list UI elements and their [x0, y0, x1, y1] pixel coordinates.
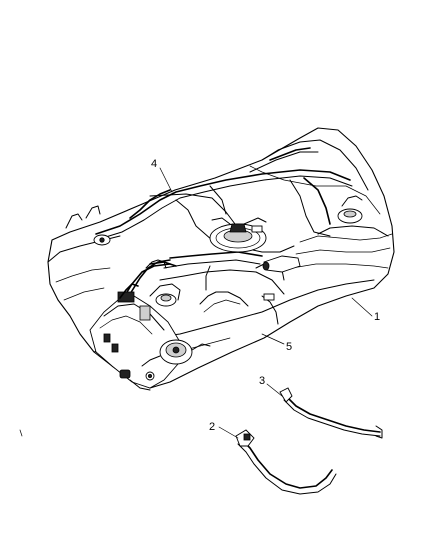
- callout-2: 2: [209, 421, 215, 433]
- lower-bracket-assembly: [89, 283, 211, 391]
- vent-hoses: [95, 147, 353, 295]
- vent-valve: [337, 195, 363, 224]
- fuel-pump-module: [209, 217, 267, 253]
- vent-tube-part-3: [279, 387, 383, 439]
- callout-4: 4: [151, 158, 157, 170]
- filler-tube-part-2: [235, 429, 337, 495]
- tank-strap: [199, 265, 279, 325]
- filler-hose: [121, 259, 171, 301]
- callout-labels: 1 2 3 4 5: [151, 158, 380, 433]
- rollover-valve: [65, 205, 111, 246]
- vapor-canister: [262, 255, 301, 273]
- leader-lines: [159, 167, 373, 439]
- callout-5: 5: [286, 341, 292, 353]
- callout-3: 3: [259, 375, 265, 387]
- callout-1: 1: [374, 311, 380, 323]
- stray-mark: [19, 429, 23, 437]
